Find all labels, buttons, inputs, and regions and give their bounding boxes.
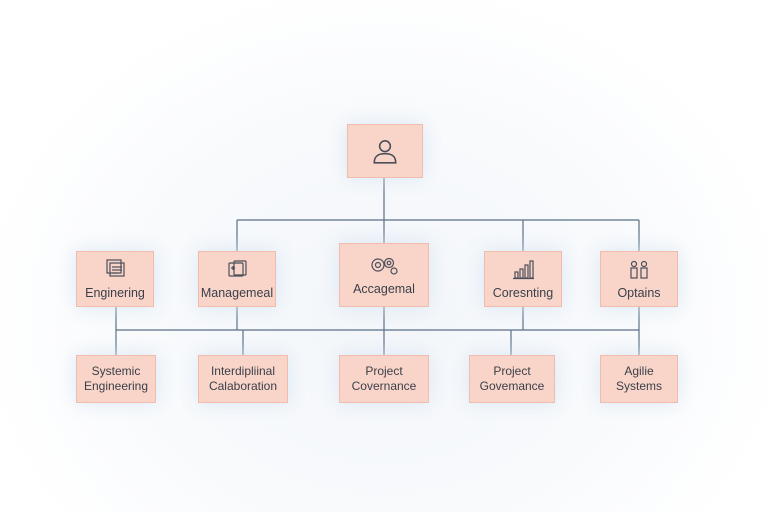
gears-icon bbox=[371, 257, 398, 275]
node-enginering[interactable]: Enginering bbox=[76, 251, 154, 307]
node-optains[interactable]: Optains bbox=[600, 251, 678, 307]
node-label: Coresnting bbox=[492, 285, 554, 300]
node-project-covernance[interactable]: Project Covernance bbox=[339, 355, 429, 403]
node-coresnting[interactable]: Coresnting bbox=[484, 251, 562, 307]
node-interdipliinal-calaboration[interactable]: Interdipliinal Calaboration bbox=[198, 355, 288, 403]
node-label: Managemeal bbox=[200, 285, 274, 300]
user-icon bbox=[373, 140, 397, 164]
bar-chart-icon bbox=[513, 259, 534, 279]
node-managemeal[interactable]: Managemeal bbox=[198, 251, 276, 307]
node-label: Accagemal bbox=[353, 281, 415, 296]
node-label: Optains bbox=[617, 285, 661, 300]
node-agilie-systems[interactable]: Agilie Systems bbox=[600, 355, 678, 403]
node-root[interactable] bbox=[347, 124, 423, 178]
node-label: Agilie Systems bbox=[615, 364, 662, 393]
node-label: Systemic Engineering bbox=[83, 364, 149, 393]
people-icon bbox=[630, 260, 648, 279]
folder-icon bbox=[228, 259, 247, 277]
node-label: Project Covernance bbox=[351, 364, 417, 393]
node-label: Enginering bbox=[85, 285, 145, 300]
node-systemic-engineering[interactable]: Systemic Engineering bbox=[76, 355, 156, 403]
node-project-govemance[interactable]: Project Govemance bbox=[469, 355, 555, 403]
document-stack-icon bbox=[106, 258, 125, 277]
node-accagemal[interactable]: Accagemal bbox=[339, 243, 429, 307]
node-label: Interdipliinal Calaboration bbox=[208, 364, 278, 393]
node-label: Project Govemance bbox=[479, 364, 545, 393]
